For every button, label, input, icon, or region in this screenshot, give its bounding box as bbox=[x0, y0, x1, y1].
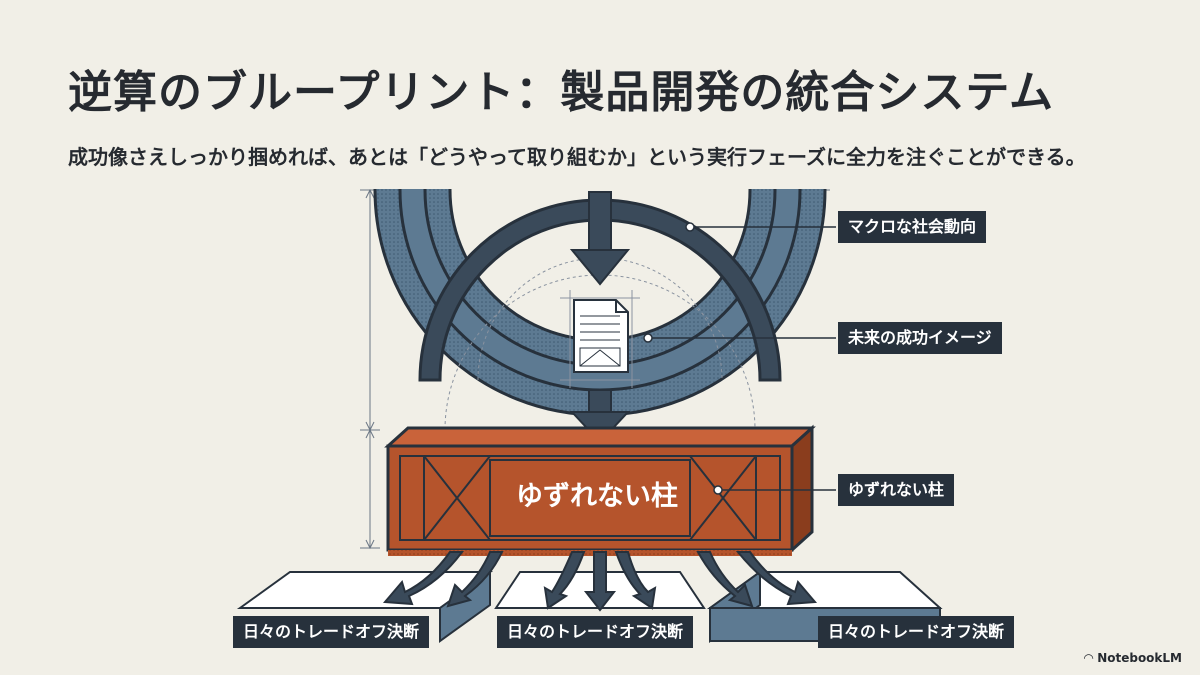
page-title: 逆算のブループリント：製品開発の統合システム bbox=[68, 67, 1055, 118]
leader-lines bbox=[643, 222, 836, 495]
macro-arch bbox=[418, 198, 782, 382]
tradeoff-label-center: 日々のトレードオフ決断 bbox=[497, 616, 694, 648]
label-macro-trends: マクロな社会動向 bbox=[838, 211, 987, 243]
tradeoff-label-left: 日々のトレードオフ決断 bbox=[233, 616, 430, 648]
dimension-line bbox=[360, 188, 380, 550]
label-unshakeable-pillar: ゆずれない柱 bbox=[838, 474, 955, 506]
page-subtitle: 成功像さえしっかり掴めれば、あとは「どうやって取り組むか」という実行フェーズに全… bbox=[68, 145, 1086, 169]
dashed-arc-inner bbox=[477, 257, 723, 381]
down-arrow-top bbox=[569, 191, 631, 286]
document-icon bbox=[560, 290, 640, 388]
tradeoff-arrows bbox=[382, 551, 818, 612]
dashed-arc-outer bbox=[444, 274, 756, 431]
pillar-crate bbox=[384, 424, 816, 556]
tradeoff-label-right: 日々のトレードオフ決断 bbox=[818, 616, 1015, 648]
pillar-title: ゆずれない柱 bbox=[516, 481, 678, 512]
brand-name: NotebookLM bbox=[1097, 651, 1182, 665]
brand-watermark: ◠ NotebookLM bbox=[1084, 651, 1182, 665]
notebooklm-logo-icon: ◠ bbox=[1083, 651, 1094, 665]
label-future-success-image: 未来の成功イメージ bbox=[838, 322, 1002, 354]
